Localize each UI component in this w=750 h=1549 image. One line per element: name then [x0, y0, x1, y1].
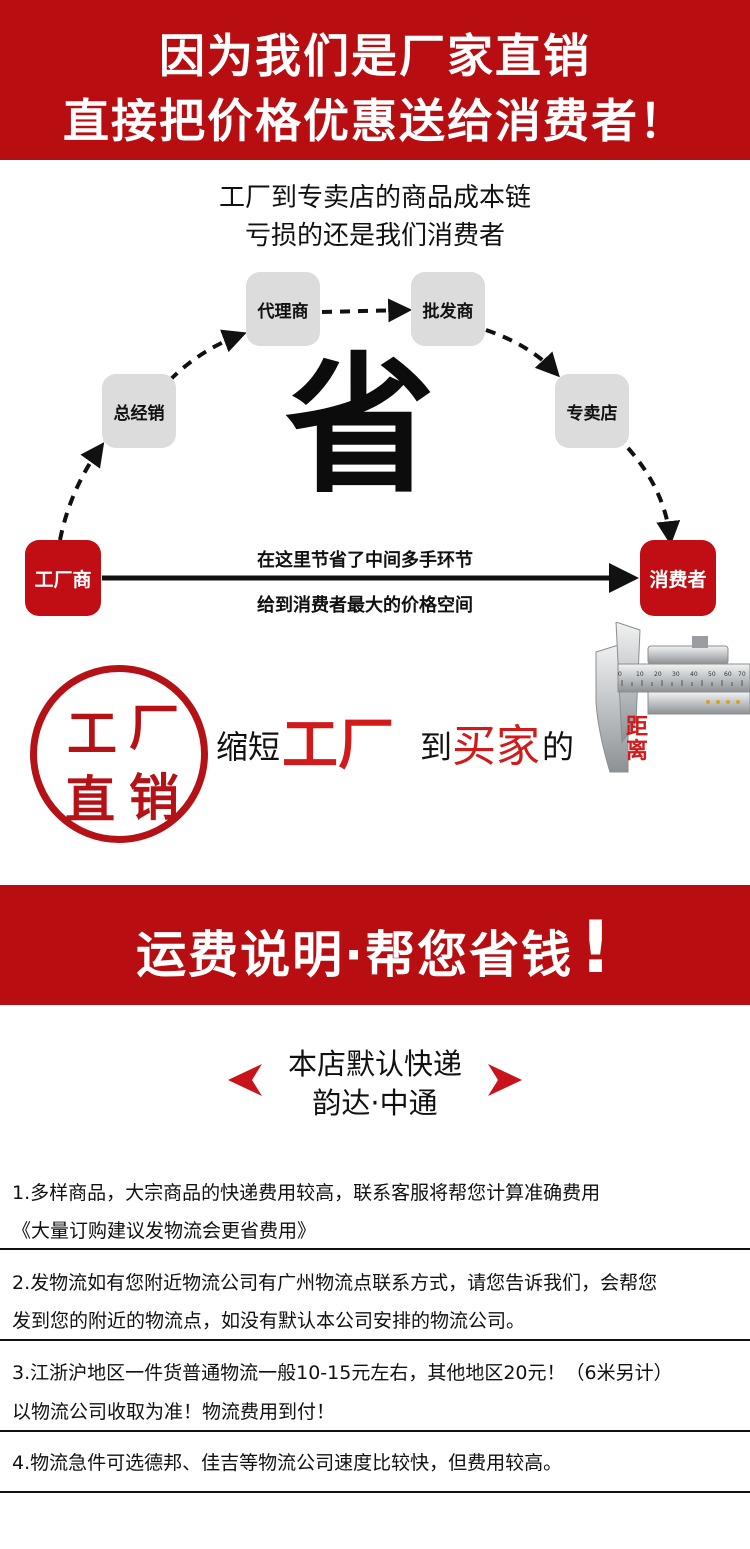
shipping-item-1-line1: 1.多样商品，大宗商品的快递费用较高，联系客服将帮您计算准确费用 [12, 1182, 601, 1204]
divider [0, 1491, 750, 1493]
seal-char-1: 工 [67, 704, 117, 763]
shipping-item-3-line2: 以物流公司收取为准！物流费用到付！ [12, 1401, 336, 1423]
express-line2: 韵达·中通 [312, 1086, 438, 1120]
seal-char-4: 销 [129, 768, 179, 827]
slogan-part5: 的 [542, 728, 575, 766]
slogan-part1: 缩短 [216, 728, 281, 766]
caliper-num-10: 10 [636, 671, 644, 678]
node-agent: 代理商 [246, 272, 320, 346]
shipping-item-1-line2: 《大量订购建议发物流会更省费用》 [12, 1220, 317, 1242]
shipping-banner-exclaim: ! [579, 905, 614, 989]
shipping-banner-title: 运费说明·帮您省钱! [0, 911, 750, 987]
node-wholesaler: 批发商 [411, 272, 485, 346]
seal-char-3: 直 [65, 770, 115, 829]
caliper-num-50: 50 [708, 671, 716, 678]
top-banner-line2: 直接把价格优惠送给消费者！ [63, 94, 687, 148]
divider [0, 1430, 750, 1432]
caliper-num-0: 0 [618, 671, 622, 678]
distance-label: 距离 [625, 715, 648, 765]
express-line1: 本店默认快递 [287, 1047, 462, 1081]
node-factory: 工厂商 [25, 540, 101, 616]
shipping-item-4-line1: 4.物流急件可选德邦、佳吉等物流公司速度比较快，但费用较高。 [12, 1452, 563, 1474]
seal-char-2: 厂 [129, 698, 179, 757]
caliper-image: 0 10 20 30 40 50 60 70 [595, 622, 750, 773]
top-banner-line1: 因为我们是厂家直销 [159, 29, 591, 83]
shipping-banner: 运费说明·帮您省钱! [0, 885, 750, 1005]
node-consumer: 消费者 [640, 540, 716, 616]
shipping-item-3-line1: 3.江浙沪地区一件货普通物流一般10-15元左右，其他地区20元！（6米另计） [12, 1362, 673, 1384]
shipping-item-2-line2: 发到您的附近的物流点，如没有默认本公司安排的物流公司。 [12, 1310, 526, 1332]
node-store: 专卖店 [555, 374, 629, 448]
arrow-store-to-consumer [626, 446, 681, 546]
caliper-num-60: 60 [724, 671, 732, 678]
arrow-wholesaler-to-store [485, 328, 560, 378]
node-general-dealer: 总经销 [102, 374, 176, 448]
arrow-factory-to-dealer [58, 442, 105, 541]
slogan-part2: 工厂 [282, 713, 394, 778]
factory-direct-seal: 工 厂 直 销 [30, 665, 208, 843]
slogan-part4: 买家 [452, 721, 540, 772]
chain-arrows [58, 298, 681, 593]
shipping-banner-text: 运费说明·帮您省钱 [136, 926, 574, 984]
caliper-num-30: 30 [672, 671, 680, 678]
divider [0, 1248, 750, 1250]
chain-caption-line2: 给到消费者最大的价格空间 [257, 595, 473, 616]
caliper-num-20: 20 [654, 671, 662, 678]
chain-title-line1: 工厂到专卖店的商品成本链 [218, 183, 531, 213]
shipping-item-2-line1: 2.发物流如有您附近物流公司有广州物流点联系方式，请您告诉我们，会帮您 [12, 1272, 658, 1294]
big-save-character: 省 [284, 340, 435, 514]
slogan-part3: 到 [420, 728, 453, 766]
divider [0, 1339, 750, 1341]
caliper-num-70: 70 [738, 671, 746, 678]
caliper-num-40: 40 [690, 671, 698, 678]
arrow-dealer-to-agent [168, 329, 247, 382]
arrow-agent-to-wholesaler [321, 298, 413, 323]
top-banner: 因为我们是厂家直销 直接把价格优惠送给消费者！ [0, 0, 750, 160]
chain-title-line2: 亏损的还是我们消费者 [244, 221, 505, 251]
chain-caption-line1: 在这里节省了中间多手环节 [257, 550, 473, 571]
